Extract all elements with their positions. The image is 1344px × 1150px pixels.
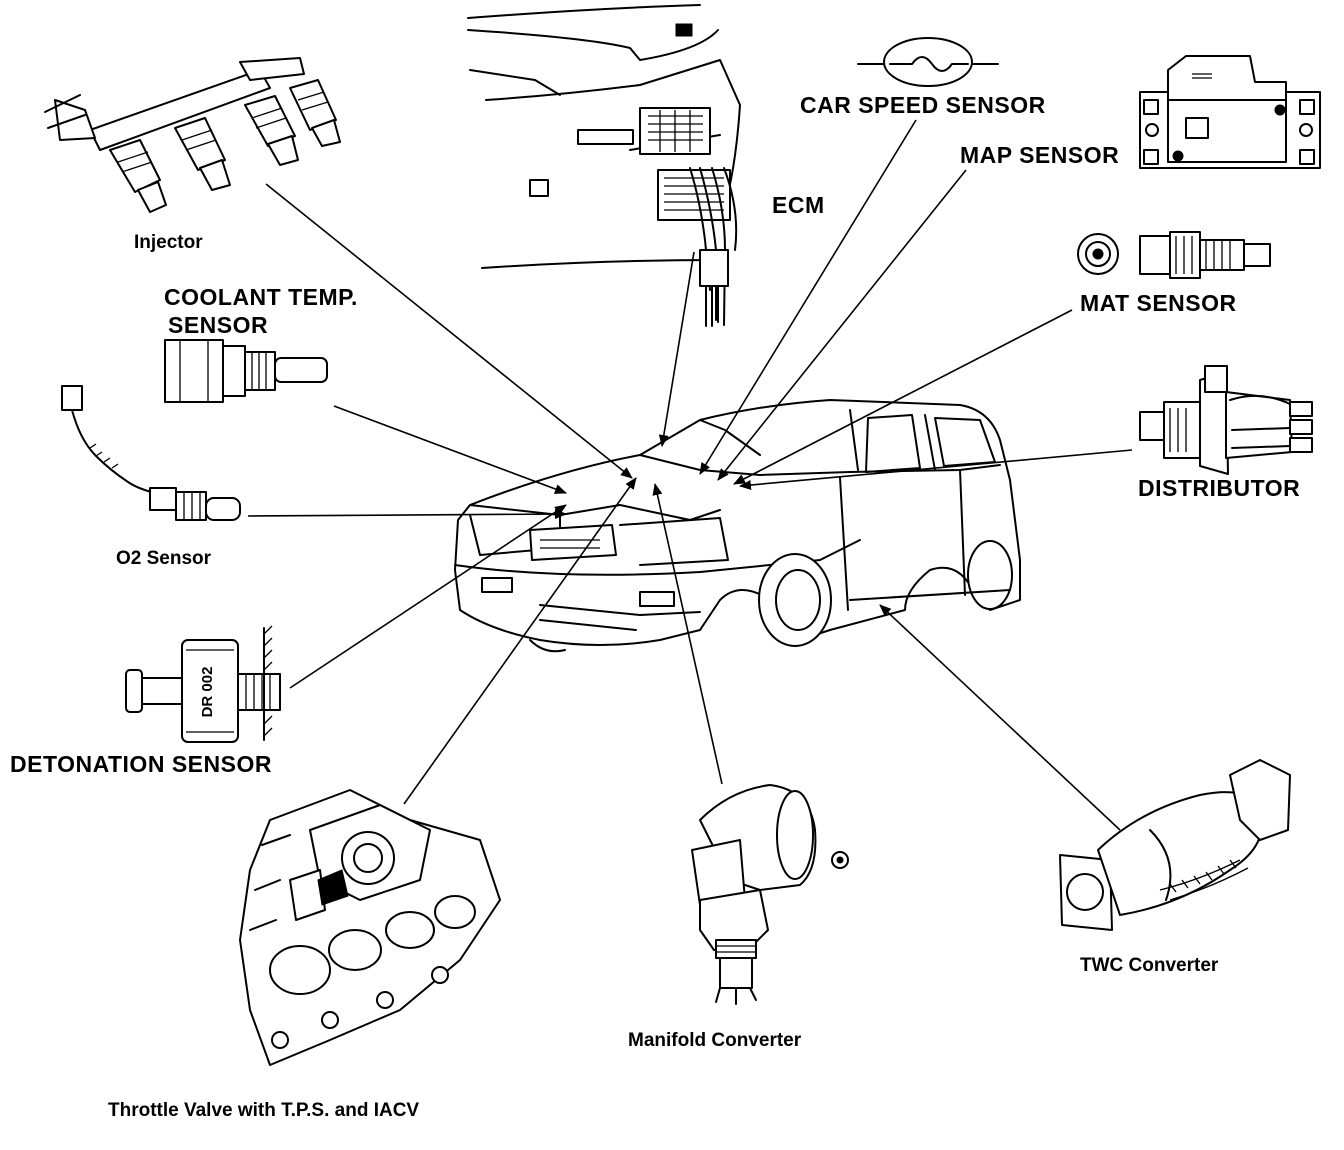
label-twc-converter: TWC Converter (1080, 955, 1219, 976)
leader-car-speed (699, 119, 917, 475)
map-sensor-icon (1139, 55, 1321, 169)
label-ecm: ECM (772, 192, 825, 218)
leader-throttle (403, 477, 637, 805)
car-speed-sensor-icon (857, 37, 999, 87)
injector-icon (44, 57, 341, 213)
label-injector: Injector (134, 232, 203, 253)
label-mat-sensor: MAT SENSOR (1080, 290, 1237, 316)
label-o2-sensor: O2 Sensor (116, 548, 212, 569)
o2-sensor-icon (61, 385, 241, 521)
ecm-dashboard-icon (467, 4, 741, 327)
leader-injector (265, 183, 633, 479)
leader-mat (733, 309, 1073, 485)
leader-map (717, 169, 967, 481)
detonation-part-marking: DR 002 (199, 667, 216, 718)
leader-coolant (333, 405, 567, 494)
coolant-temp-sensor-icon (164, 339, 328, 403)
label-car-speed-sensor: CAR SPEED SENSOR (800, 92, 1046, 118)
label-throttle-valve: Throttle Valve with T.P.S. and IACV (108, 1100, 420, 1121)
label-coolant-temp-line2: SENSOR (168, 312, 269, 338)
car-icon (454, 399, 1021, 653)
label-distributor: DISTRIBUTOR (1138, 475, 1301, 501)
detonation-sensor-icon (125, 625, 281, 743)
label-map-sensor: MAP SENSOR (960, 142, 1120, 168)
distributor-icon (1139, 365, 1313, 475)
throttle-body-icon (239, 789, 501, 1066)
leader-detonation (289, 504, 567, 689)
label-manifold-converter: Manifold Converter (628, 1030, 802, 1051)
leader-distributor (739, 449, 1133, 490)
twc-converter-icon (1059, 759, 1291, 931)
leader-manifold (652, 483, 723, 785)
label-coolant-temp-line1: COOLANT TEMP. (164, 284, 358, 310)
leader-twc (879, 604, 1121, 831)
manifold-converter-icon (691, 784, 849, 1005)
leader-o2 (247, 509, 567, 520)
leader-lines (247, 119, 1133, 831)
leader-ecm (658, 251, 695, 447)
label-detonation-sensor: DETONATION SENSOR (10, 751, 272, 777)
mat-sensor-icon (1077, 231, 1271, 279)
